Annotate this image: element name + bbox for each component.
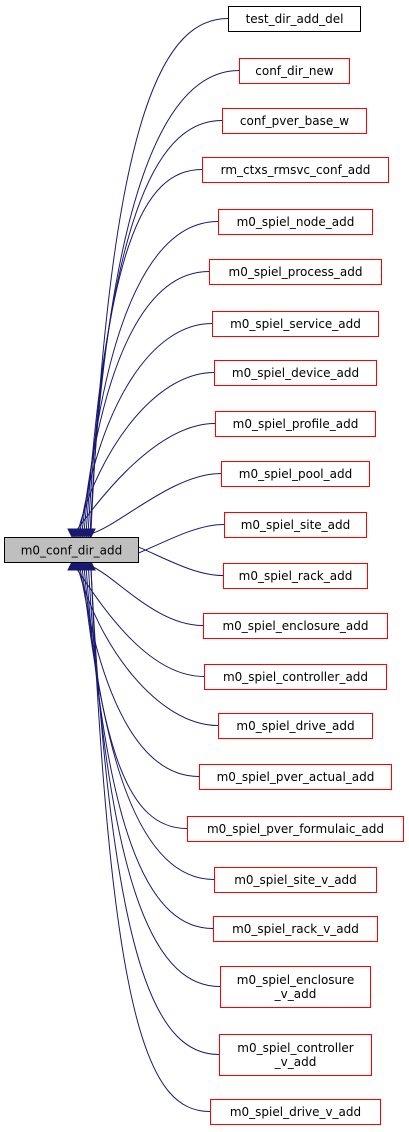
caller-node[interactable]: m0_spiel_rack_add <box>223 563 368 589</box>
caller-node[interactable]: m0_spiel_device_add <box>214 360 377 386</box>
caller-node-label: m0_spiel_controller <box>237 1041 354 1055</box>
caller-node[interactable]: m0_spiel_node_add <box>218 209 373 235</box>
caller-node-label: m0_spiel_site_add <box>241 518 351 532</box>
caller-node[interactable]: m0_spiel_site_v_add <box>214 867 377 893</box>
caller-node[interactable]: m0_spiel_enclosure_v_add <box>220 966 371 1008</box>
caller-node-box <box>218 209 373 235</box>
caller-node-box <box>221 461 370 487</box>
caller-node-box <box>199 764 392 790</box>
caller-node-box <box>214 360 377 386</box>
caller-node-label: rm_ctxs_rmsvc_conf_add <box>221 163 371 177</box>
caller-node[interactable]: conf_pver_base_w <box>222 108 367 134</box>
caller-node-label: m0_spiel_device_add <box>232 366 359 380</box>
call-edge <box>79 323 213 532</box>
caller-node[interactable]: m0_spiel_site_add <box>224 512 367 538</box>
arrowhead <box>67 528 77 539</box>
call-edge <box>90 18 229 532</box>
caller-node-label: m0_spiel_enclosure_add <box>222 619 368 633</box>
caller-node-label: m0_spiel_node_add <box>237 215 355 229</box>
caller-node-box <box>215 411 376 437</box>
caller-node-box <box>239 58 350 84</box>
caller-node-box <box>212 311 379 337</box>
center-node-label: m0_conf_dir_add <box>21 544 123 558</box>
caller-node-label: m0_spiel_service_add <box>230 317 361 331</box>
caller-node[interactable]: m0_spiel_profile_add <box>215 411 376 437</box>
caller-node-box <box>219 1034 372 1076</box>
caller-node[interactable]: m0_spiel_controller_v_add <box>219 1034 372 1076</box>
caller-node[interactable]: m0_spiel_process_add <box>209 259 382 285</box>
caller-node-box <box>220 966 371 1008</box>
caller-node[interactable]: m0_spiel_pool_add <box>221 461 370 487</box>
caller-node-box <box>202 157 389 183</box>
caller-node-box <box>204 664 387 690</box>
caller-node-label: m0_spiel_site_v_add <box>234 873 357 887</box>
call-edge <box>83 221 219 532</box>
caller-node-box <box>209 259 382 285</box>
center-node[interactable]: m0_conf_dir_add <box>4 537 139 563</box>
arrowhead <box>86 560 96 571</box>
call-edge <box>77 372 215 532</box>
caller-node-box <box>218 713 373 739</box>
caller-node-label: conf_dir_new <box>255 64 334 78</box>
caller-node-label: conf_pver_base_w <box>240 114 349 128</box>
caller-node-label: m0_spiel_rack_add <box>239 569 353 583</box>
caller-node[interactable]: m0_spiel_enclosure_add <box>203 613 388 639</box>
caller-node[interactable]: conf_dir_new <box>239 58 350 84</box>
caller-node-label: _v_add <box>274 1055 317 1069</box>
caller-node-box <box>223 563 368 589</box>
caller-node[interactable]: m0_spiel_drive_v_add <box>210 1099 381 1125</box>
center-node-box <box>4 537 139 563</box>
call-edge <box>90 567 220 1055</box>
call-edge <box>81 567 188 829</box>
caller-node-box <box>187 816 404 842</box>
call-edge <box>73 473 222 536</box>
caller-node-box <box>228 6 361 32</box>
caller-node-box <box>203 613 388 639</box>
caller-node-box <box>213 916 378 942</box>
caller-node-label: m0_spiel_process_add <box>229 265 363 279</box>
caller-node[interactable]: m0_spiel_pver_actual_add <box>199 764 392 790</box>
caller-node-box <box>210 1099 381 1125</box>
call-edge <box>75 567 205 677</box>
nodes-layer: test_dir_add_del conf_dir_new conf_pver_ba… <box>187 6 404 1125</box>
caller-node[interactable]: rm_ctxs_rmsvc_conf_add <box>202 157 389 183</box>
call-edge <box>75 423 216 532</box>
call-edge <box>89 70 240 532</box>
caller-node[interactable]: m0_spiel_pver_formulaic_add <box>187 816 404 842</box>
caller-node-label: m0_spiel_pver_formulaic_add <box>207 822 384 836</box>
caller-node[interactable]: test_dir_add_del <box>228 6 361 32</box>
caller-node[interactable]: m0_spiel_rack_v_add <box>213 916 378 942</box>
caller-node[interactable]: m0_spiel_drive_add <box>218 713 373 739</box>
caller-node-label: m0_spiel_controller_add <box>223 670 368 684</box>
call-edge <box>81 271 210 532</box>
caller-node-label: m0_spiel_enclosure <box>237 973 354 987</box>
call-edge <box>87 120 223 532</box>
caller-node-label: m0_spiel_profile_add <box>233 417 359 431</box>
caller-node-label: m0_spiel_drive_v_add <box>230 1105 361 1119</box>
caller-node-box <box>224 512 367 538</box>
caller-node-label: m0_spiel_pver_actual_add <box>217 770 375 784</box>
caller-node[interactable]: m0_spiel_service_add <box>212 311 379 337</box>
call-edge <box>85 169 203 532</box>
caller-node-box <box>222 108 367 134</box>
caller-node-label: m0_spiel_rack_v_add <box>232 922 359 936</box>
caller-node-label: test_dir_add_del <box>246 12 344 26</box>
call-edge <box>90 567 211 1112</box>
caller-node-box <box>214 867 377 893</box>
caller-node-label: m0_spiel_pool_add <box>239 467 352 481</box>
caller-node-label: m0_spiel_drive_add <box>236 719 354 733</box>
caller-node[interactable]: m0_spiel_controller_add <box>204 664 387 690</box>
caller-node-label: _v_add <box>274 987 317 1001</box>
